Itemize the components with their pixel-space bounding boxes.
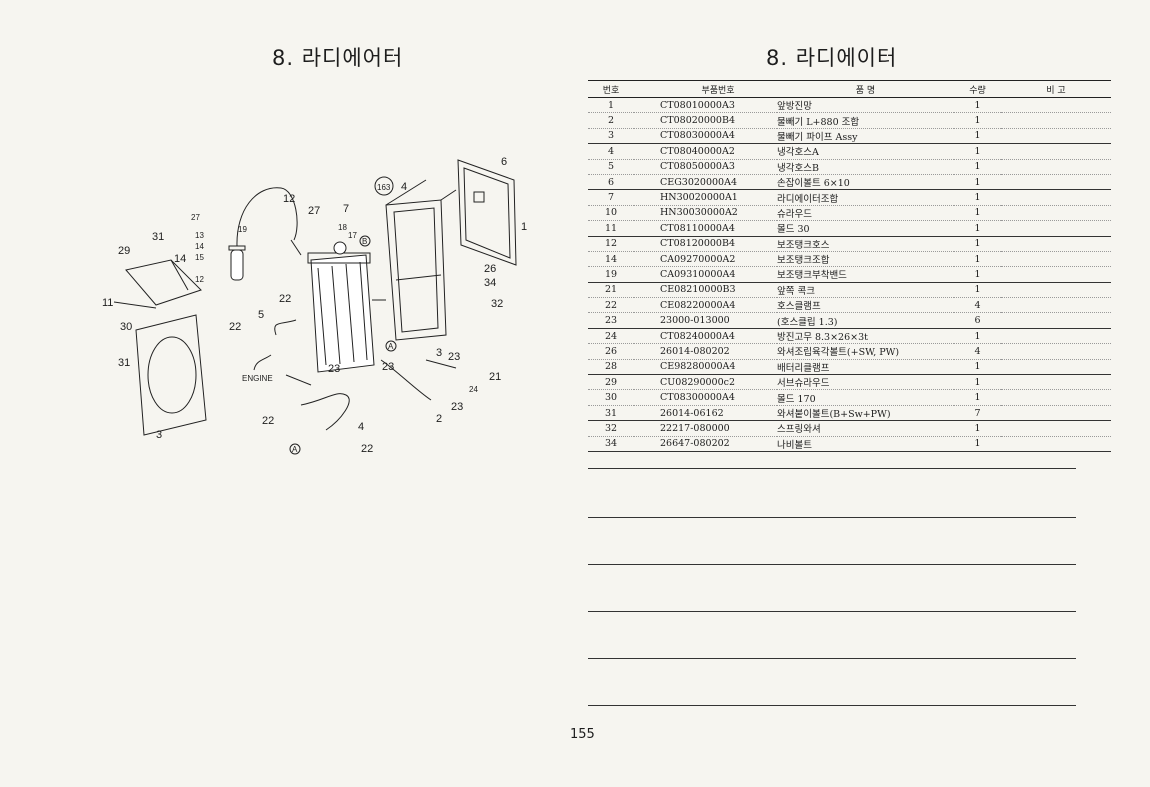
callout-1: 1: [521, 221, 527, 233]
front-mesh-panel-drawing: [457, 159, 517, 266]
blank-rule-line: [588, 468, 1076, 469]
diagram-callouts: 12 27 7 18 17 B 163 4 6 1 26 34 32 27 13…: [102, 156, 527, 455]
radiator-core-drawing: [307, 241, 386, 373]
callout-17: 17: [348, 231, 357, 240]
header-part-number: 부품번호: [701, 85, 735, 96]
callout-22-d: 22: [361, 443, 373, 455]
callout-21: 21: [489, 371, 501, 383]
callout-22-c: 22: [262, 415, 274, 427]
callout-7: 7: [343, 203, 349, 215]
callout-11: 11: [102, 297, 113, 309]
left-page-title: 8. 라디에어터: [272, 46, 404, 70]
callout-13: 13: [195, 231, 204, 240]
callout-4-top: 4: [401, 181, 407, 193]
callout-12-small: 12: [195, 275, 204, 284]
callout-34: 34: [484, 277, 496, 289]
callout-18: 18: [338, 223, 347, 232]
page-number: 155: [570, 727, 595, 742]
blank-rule-line: [588, 564, 1076, 565]
callout-4: 4: [358, 421, 364, 433]
blank-rule-line: [588, 705, 1076, 706]
callout-163: 163: [377, 183, 391, 192]
table-header-row: 번호 부품번호 품 명 수량 비 고: [588, 80, 1111, 98]
callout-23-d: 23: [451, 401, 463, 413]
callout-B: B: [362, 237, 367, 246]
header-remarks: 비 고: [1046, 85, 1066, 96]
blank-rule-line: [588, 658, 1076, 659]
header-number: 번호: [602, 85, 620, 96]
blank-rule-line: [588, 611, 1076, 612]
callout-19: 19: [238, 225, 247, 234]
callout-23-b: 23: [382, 361, 394, 373]
callout-12: 12: [283, 193, 295, 205]
callout-27-left: 27: [191, 213, 200, 222]
callout-32: 32: [491, 298, 503, 310]
callout-26: 26: [484, 263, 496, 275]
callout-22-a: 22: [279, 293, 291, 305]
radiator-exploded-diagram: 12 27 7 18 17 B 163 4 6 1 26 34 32 27 13…: [102, 156, 527, 455]
callout-2: 2: [436, 413, 442, 425]
blank-rule-line: [588, 517, 1076, 518]
callout-3: 3: [156, 429, 162, 441]
callout-3-right: 3: [436, 347, 442, 359]
callout-24: 24: [469, 385, 478, 394]
callout-15: 15: [195, 253, 204, 262]
callout-6: 6: [501, 156, 507, 168]
callout-29: 29: [118, 245, 130, 257]
header-quantity: 수량: [969, 85, 986, 96]
callout-5: 5: [258, 309, 264, 321]
callout-23-c: 23: [448, 351, 460, 363]
callout-14: 14: [174, 253, 186, 265]
callout-31-bottom: 31: [118, 357, 130, 369]
fan-shroud-drawing: [113, 259, 207, 436]
coolant-hoses-drawing: [253, 319, 457, 431]
callout-23-a: 23: [328, 363, 340, 375]
callout-14-small: 14: [195, 242, 204, 251]
callout-31-top: 31: [152, 231, 164, 243]
shroud-frame-drawing: [385, 179, 457, 341]
right-page-title: 8. 라디에이터: [766, 46, 898, 70]
reserve-tank-drawing: [228, 187, 302, 281]
callout-A-bottom: A: [292, 445, 298, 454]
callout-30: 30: [120, 321, 132, 333]
callout-A-right: A: [388, 342, 394, 351]
engine-label: ENGINE: [242, 374, 273, 383]
callout-27: 27: [308, 205, 320, 217]
header-part-name: 품 명: [855, 85, 876, 96]
callout-22-b: 22: [229, 321, 241, 333]
